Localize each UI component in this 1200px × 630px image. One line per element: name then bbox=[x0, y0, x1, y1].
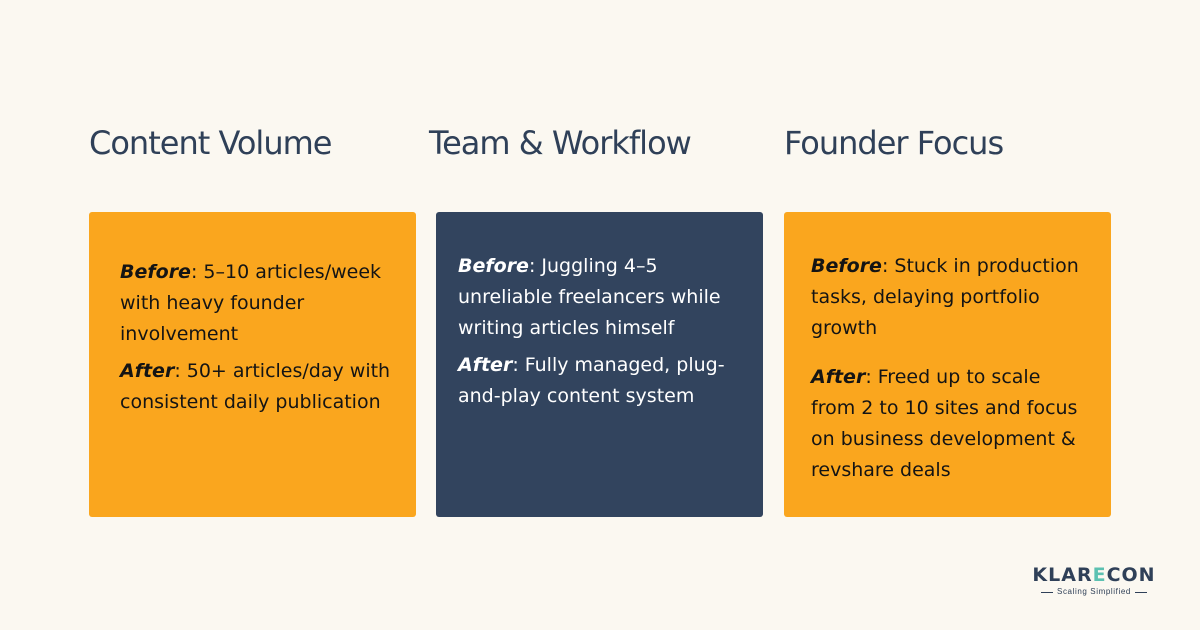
before-paragraph: Before: Stuck in production tasks, delay… bbox=[811, 251, 1089, 344]
after-text: : 50+ articles/day with consistent daily… bbox=[120, 360, 391, 413]
before-text: : 5–10 articles/week with heavy founder … bbox=[120, 261, 382, 345]
before-label: Before bbox=[458, 255, 529, 277]
column-heading-team-workflow: Team & Workflow bbox=[429, 124, 692, 162]
after-text: : Freed up to scale from 2 to 10 sites a… bbox=[811, 366, 1078, 481]
logo-name-part2: CON bbox=[1106, 564, 1156, 586]
before-label: Before bbox=[120, 261, 191, 283]
content-volume-card: Before: 5–10 articles/week with heavy fo… bbox=[89, 212, 416, 517]
before-paragraph: Before: 5–10 articles/week with heavy fo… bbox=[120, 257, 391, 350]
after-label: After bbox=[458, 354, 513, 376]
before-text: : Stuck in production tasks, delaying po… bbox=[811, 255, 1079, 339]
before-paragraph: Before: Juggling 4–5 unreliable freelanc… bbox=[458, 251, 738, 344]
founder-focus-card: Before: Stuck in production tasks, delay… bbox=[784, 212, 1111, 517]
after-text: : Fully managed, plug-and-play content s… bbox=[458, 354, 725, 407]
after-label: After bbox=[811, 366, 866, 388]
klarecon-logo: KLARECON Scaling Simplified bbox=[1030, 564, 1158, 597]
team-workflow-card: Before: Juggling 4–5 unreliable freelanc… bbox=[436, 212, 763, 517]
after-paragraph: After: Freed up to scale from 2 to 10 si… bbox=[811, 362, 1089, 486]
before-label: Before bbox=[811, 255, 882, 277]
logo-name-accent: E bbox=[1092, 564, 1107, 586]
logo-tagline: Scaling Simplified bbox=[1057, 587, 1131, 596]
before-text: : Juggling 4–5 unreliable freelancers wh… bbox=[458, 255, 721, 339]
column-heading-founder-focus: Founder Focus bbox=[784, 124, 1004, 162]
after-paragraph: After: Fully managed, plug-and-play cont… bbox=[458, 350, 738, 412]
after-paragraph: After: 50+ articles/day with consistent … bbox=[120, 356, 391, 418]
column-heading-content-volume: Content Volume bbox=[89, 124, 332, 162]
after-label: After bbox=[120, 360, 175, 382]
tagline-rule-right bbox=[1134, 591, 1147, 593]
logo-tagline-row: Scaling Simplified bbox=[1030, 587, 1158, 597]
logo-name-part1: KLAR bbox=[1032, 564, 1093, 586]
tagline-rule-left bbox=[1041, 591, 1054, 593]
logo-wordmark: KLARECON bbox=[1030, 564, 1158, 586]
